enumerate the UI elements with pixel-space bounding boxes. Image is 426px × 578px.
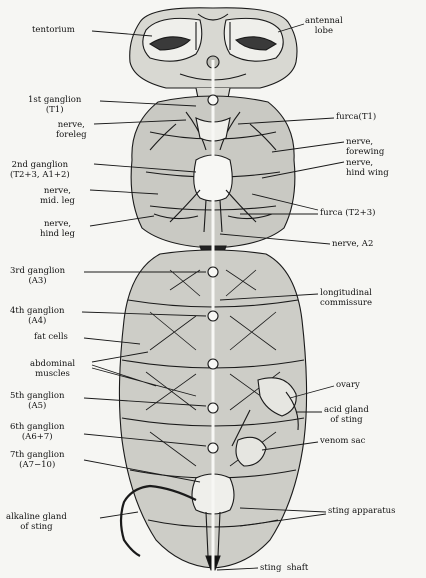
label-fourth-ganglion: 4th ganglion (A4) — [10, 307, 64, 326]
label-nerve-forewing: nerve, forewing — [346, 138, 384, 157]
label-acid-gland: acid gland of sting — [324, 406, 369, 425]
label-venom-sac: venom sac — [320, 437, 365, 447]
label-longitudinal-commissure: longitudinal commissure — [320, 289, 372, 308]
label-sting-apparatus: sting apparatus — [328, 507, 396, 517]
label-sting-shaft: sting shaft — [260, 564, 308, 574]
label-antennal-lobe: antennal lobe — [305, 17, 343, 36]
label-fat-cells: fat cells — [34, 333, 68, 343]
label-tentorium: tentorium — [32, 26, 75, 36]
label-second-ganglion: 2nd ganglion (T2+3, A1+2) — [10, 161, 70, 180]
label-first-ganglion: 1st ganglion (T1) — [28, 96, 81, 115]
label-nerve-mid-leg: nerve, mid. leg — [40, 187, 75, 206]
label-alkaline-gland: alkaline gland of sting — [6, 513, 67, 532]
label-furca-t2-3: furca (T2+3) — [320, 209, 375, 219]
label-furca-t1: furca(T1) — [336, 113, 376, 123]
label-seventh-ganglion: 7th ganglion (A7−10) — [10, 451, 64, 470]
label-nerve-a2: nerve, A2 — [332, 240, 373, 250]
label-third-ganglion: 3rd ganglion (A3) — [10, 267, 65, 286]
label-abdominal-muscles: abdominal muscles — [30, 360, 75, 379]
label-nerve-hind-wing: nerve, hind wing — [346, 159, 389, 178]
label-fifth-ganglion: 5th ganglion (A5) — [10, 392, 64, 411]
label-sixth-ganglion: 6th ganglion (A6+7) — [10, 423, 64, 442]
label-nerve-foreleg: nerve, foreleg — [56, 121, 87, 140]
label-ovary: ovary — [336, 381, 360, 391]
label-nerve-hind-leg: nerve, hind leg — [40, 220, 75, 239]
